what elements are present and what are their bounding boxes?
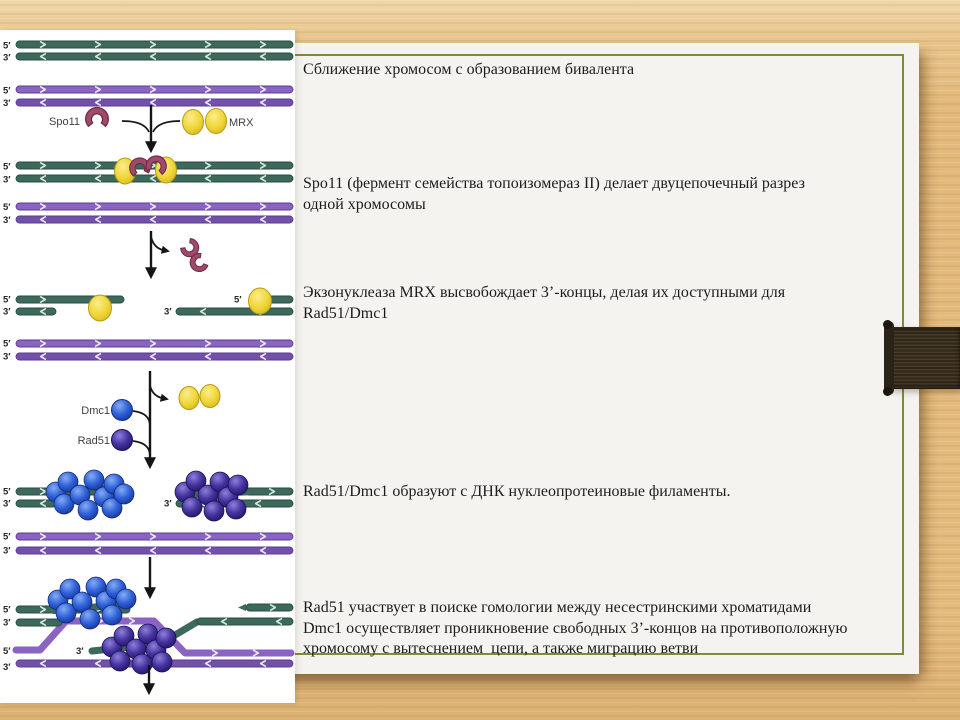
dmc1-filament bbox=[45, 469, 135, 521]
ribbon-bookmark-cap bbox=[884, 321, 894, 395]
mrx-protein bbox=[178, 386, 200, 410]
strand-end-label: 3′ bbox=[3, 215, 11, 226]
mrx-protein bbox=[199, 384, 221, 408]
strand-end-label: 5′ bbox=[234, 295, 242, 306]
note-filament-formation: Rad51/Dmc1 образуют с ДНК нуклеопротеино… bbox=[303, 483, 731, 500]
note-homology-search: Rad51 участвует в поиске гомологии между… bbox=[303, 599, 848, 657]
strand-end-label: 5′ bbox=[3, 646, 11, 657]
strand-end-label: 5′ bbox=[3, 487, 11, 498]
rad51-protein bbox=[111, 429, 133, 451]
mrx-protein bbox=[205, 108, 227, 134]
strand-end-label: 3′ bbox=[3, 499, 11, 510]
strand-end-label: 5′ bbox=[3, 295, 11, 306]
strand-end-label: 3′ bbox=[3, 662, 11, 673]
dsb-bound-complex bbox=[114, 153, 177, 185]
strand-end-label: 5′ bbox=[3, 202, 11, 213]
strand-end-label: 5′ bbox=[3, 532, 11, 543]
invading-end-arrow-tip bbox=[238, 604, 246, 611]
strand-end-label: 5′ bbox=[3, 339, 11, 350]
release-arrow bbox=[149, 385, 169, 402]
note-bivalent-formation: Сближение хромосом с образованием бивале… bbox=[303, 61, 635, 78]
dmc1-label: Dmc1 bbox=[81, 405, 110, 417]
mrx-protein bbox=[88, 294, 112, 322]
dna-strands: 5′ 3′ 5′ 3′ 5′ 3′ 5′ 3′ bbox=[3, 41, 295, 673]
slide-border-frame bbox=[281, 54, 904, 655]
recombination-diagram: 5′ 3′ 5′ 3′ 5′ 3′ 5′ 3′ bbox=[3, 41, 295, 696]
dmc1-protein bbox=[111, 399, 133, 421]
note-mrx-resection: Экзонуклеаза MRX высвобождает 3’-концы, … bbox=[303, 284, 786, 322]
spo11-mrx-catalysts: Spo11 MRX bbox=[49, 106, 254, 135]
mrx-protein bbox=[182, 109, 204, 135]
strand-end-label: 3′ bbox=[3, 175, 11, 186]
mrx-protein bbox=[248, 287, 272, 315]
bivalent-chromosomes: 5′ 3′ 5′ 3′ bbox=[3, 41, 294, 109]
filament-strands: 5′ 3′ 3′ 5′ 3′ bbox=[3, 487, 294, 557]
strand-end-label: 5′ bbox=[3, 41, 11, 52]
diagram-panel: 5′ 3′ 5′ 3′ 5′ 3′ 5′ 3′ bbox=[0, 30, 295, 703]
flow-arrows bbox=[121, 105, 181, 696]
strand-end-label: 3′ bbox=[76, 646, 84, 657]
strand-end-label: 3′ bbox=[3, 618, 11, 629]
strand-end-label: 3′ bbox=[3, 546, 11, 557]
strand-end-label: 5′ bbox=[3, 162, 11, 173]
ribbon-knob bbox=[883, 387, 892, 396]
rad51-label: Rad51 bbox=[78, 435, 110, 447]
strand-end-label: 3′ bbox=[3, 352, 11, 363]
ribbon-knob bbox=[883, 320, 892, 329]
spo11-protein bbox=[85, 106, 109, 127]
strand-end-label: 5′ bbox=[3, 605, 11, 616]
mrx-label: MRX bbox=[229, 117, 254, 129]
strand-end-label: 3′ bbox=[3, 53, 11, 64]
dmc1-filament-invading bbox=[47, 576, 137, 630]
strand-end-label: 3′ bbox=[164, 499, 172, 510]
protein-actors: Spo11 MRX bbox=[45, 106, 272, 675]
rad51-filament-invading bbox=[101, 623, 177, 675]
released-mrx-recombinases: Dmc1 Rad51 bbox=[78, 384, 221, 451]
strand-end-label: 3′ bbox=[164, 307, 172, 318]
spo11-label: Spo11 bbox=[49, 116, 80, 128]
note-spo11-dsb: Spo11 (фермент семейства топоизомераз II… bbox=[303, 175, 805, 213]
strand-end-label: 3′ bbox=[3, 98, 11, 109]
release-arrow bbox=[150, 236, 170, 254]
rad51-filament bbox=[174, 470, 250, 522]
strand-end-label: 5′ bbox=[3, 86, 11, 97]
released-spo11 bbox=[178, 236, 210, 276]
strand-end-label: 3′ bbox=[3, 307, 11, 318]
ribbon-bookmark bbox=[889, 327, 960, 389]
